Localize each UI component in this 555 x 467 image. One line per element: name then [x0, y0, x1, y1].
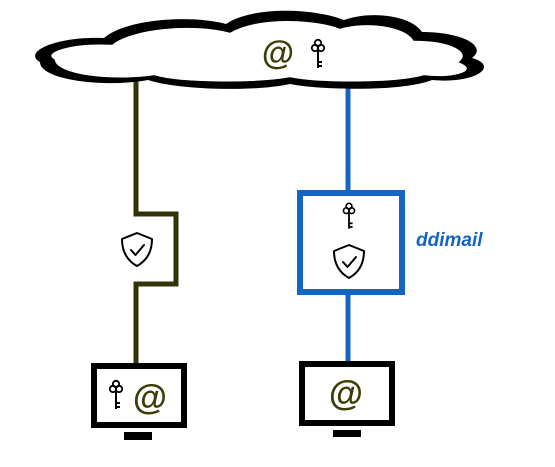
cloud-at-symbol: @	[262, 34, 294, 71]
monitor-stand	[333, 430, 361, 437]
ddimail-label: ddimail	[416, 230, 483, 251]
right-computer-at-symbol: @	[329, 374, 363, 413]
cloud: @	[35, 10, 485, 89]
ddimail-gateway-box	[297, 190, 405, 295]
left-computer-at-symbol: @	[133, 378, 167, 417]
left-computer: @	[91, 363, 187, 440]
cloud-body	[49, 19, 469, 83]
shield-check-icon	[121, 232, 153, 267]
right-computer: @	[299, 361, 395, 437]
monitor-icon	[91, 363, 187, 428]
monitor-stand	[124, 432, 152, 440]
left-connection-line	[133, 78, 179, 372]
monitor-icon	[299, 361, 395, 426]
